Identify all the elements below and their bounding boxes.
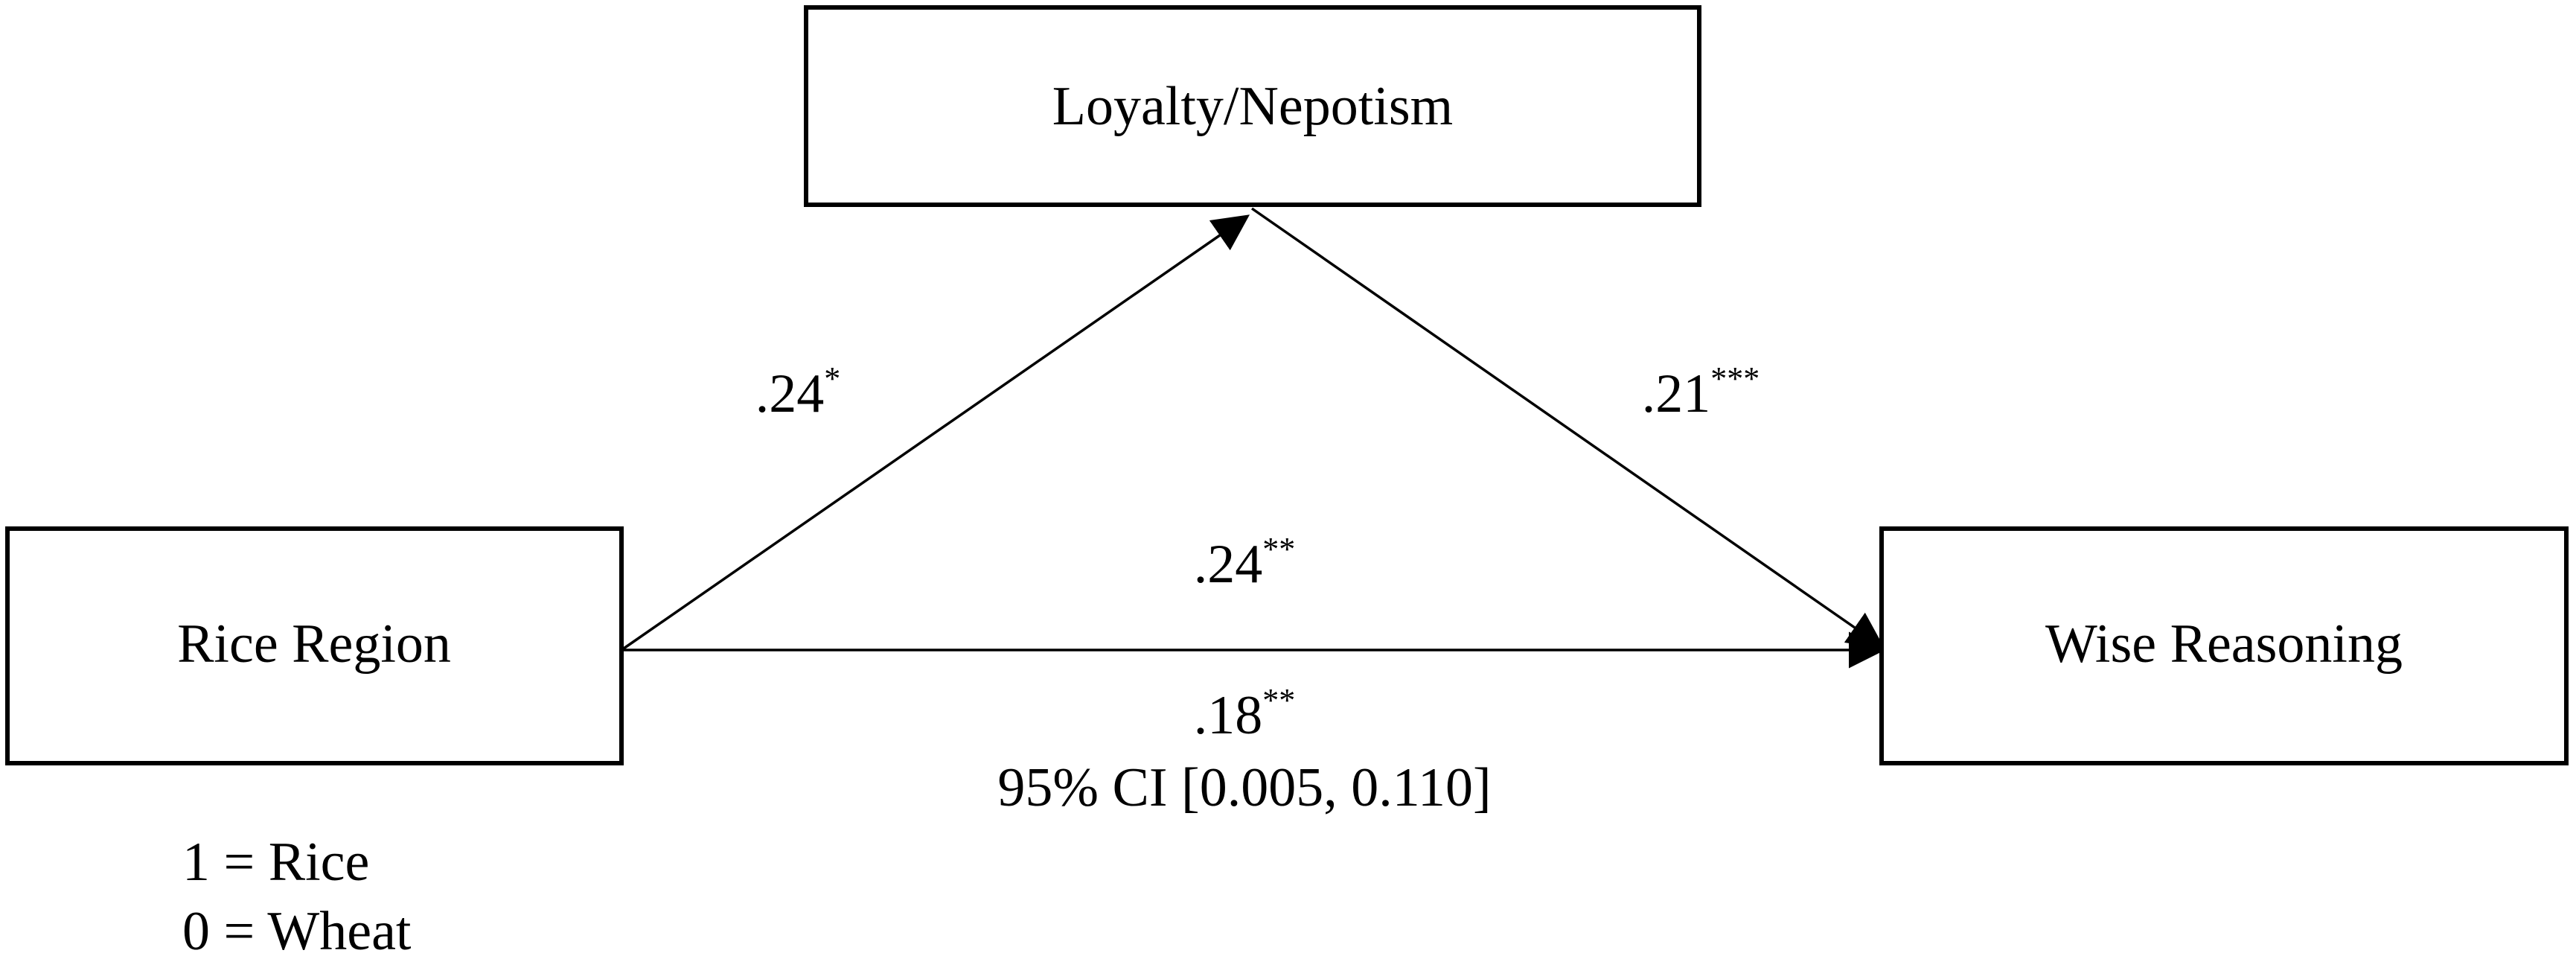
outcome-label: Wise Reasoning	[2045, 614, 2403, 675]
path-b-significance: ***	[1710, 360, 1760, 397]
path-a-significance: *	[824, 360, 840, 397]
path-c-direct-value: .18	[1194, 685, 1263, 746]
predictor-label: Rice Region	[177, 614, 451, 675]
path-a-value: .24	[755, 363, 825, 424]
mediator-node: Loyalty/Nepotism	[804, 5, 1701, 207]
mediator-box	[804, 5, 1701, 207]
predictor-box	[5, 526, 624, 765]
path-a-coefficient: .24*	[755, 360, 841, 424]
predictor-node: Rice Region	[5, 526, 624, 765]
path-b-arrow	[1251, 207, 1885, 649]
path-a-arrow	[621, 214, 1250, 651]
path-c-direct-significance: **	[1262, 682, 1295, 719]
path-c-total-value: .24	[1194, 534, 1263, 595]
path-b-value: .21	[1642, 363, 1711, 424]
coding-line-wheat: 0 = Wheat	[182, 901, 412, 959]
path-c-total-significance: **	[1262, 531, 1295, 567]
outcome-node: Wise Reasoning	[1879, 526, 2569, 765]
outcome-box	[1879, 526, 2569, 765]
coding-line-rice: 1 = Rice	[182, 832, 369, 893]
path-c-total-coefficient: .24**	[1194, 531, 1296, 595]
path-b-coefficient: .21***	[1642, 360, 1760, 424]
path-c-direct-coefficient: .18**	[1194, 682, 1296, 746]
confidence-interval: 95% CI [0.005, 0.110]	[997, 757, 1491, 818]
mediator-label: Loyalty/Nepotism	[1052, 76, 1454, 137]
